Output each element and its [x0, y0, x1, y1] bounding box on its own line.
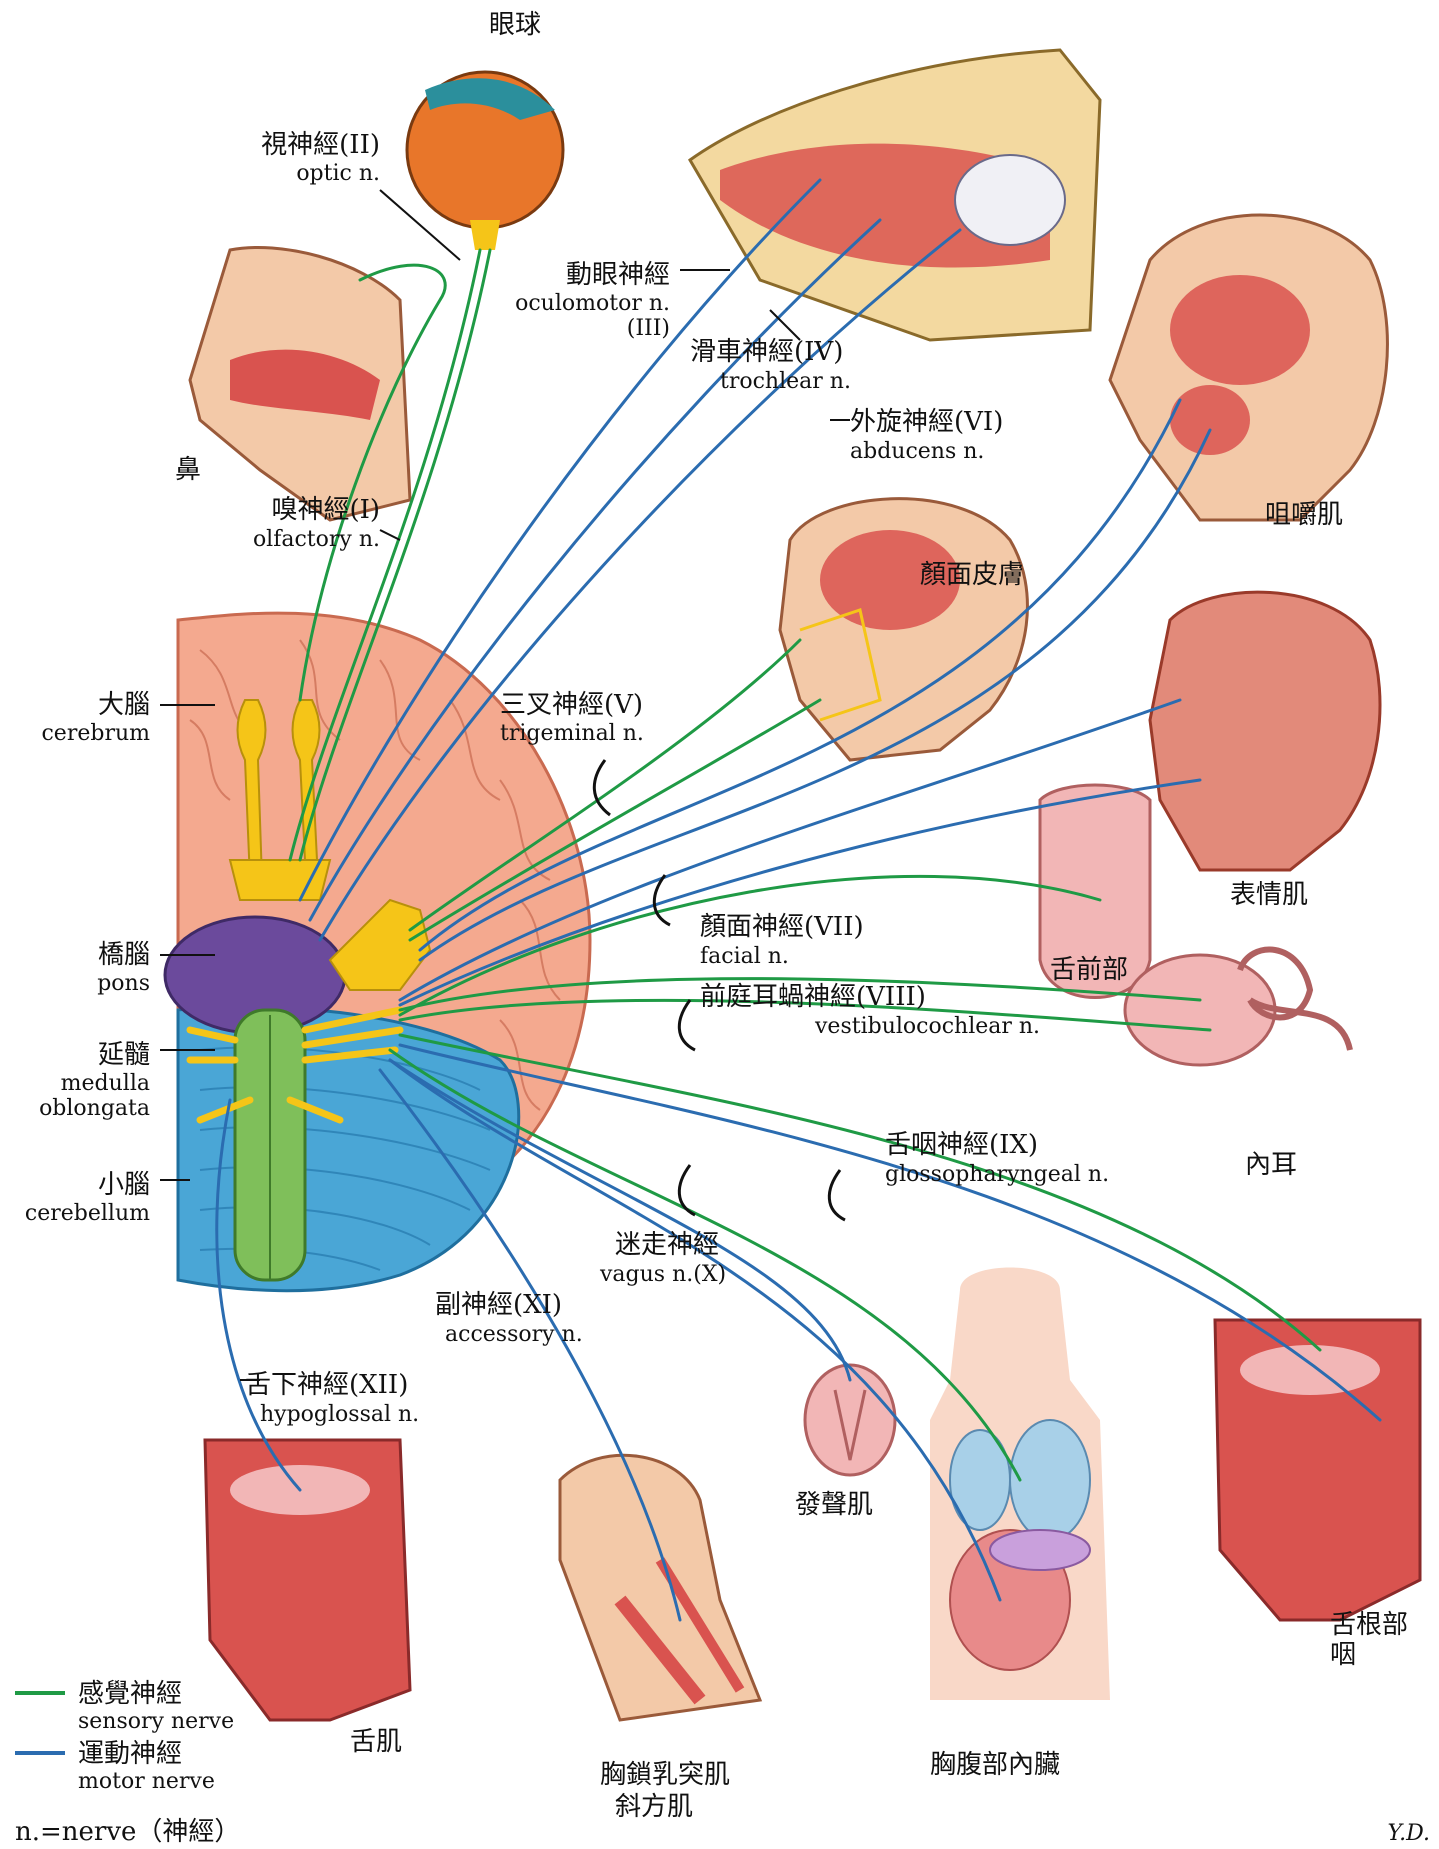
label-oculomotor-zh: 動眼神經 [566, 260, 670, 290]
label-medulla-en1: medulla [61, 1071, 150, 1096]
label-facial-zh: 顏面神經(VII) [700, 912, 864, 942]
label-glosso-zh: 舌咽神經(IX) [885, 1130, 1038, 1160]
label-medulla-zh: 延髓 [98, 1040, 150, 1070]
label-olfactory-zh: 嗅神經(I) [271, 495, 380, 525]
tongue-muscle-illustration [205, 1440, 410, 1720]
label-medulla-en2: oblongata [39, 1096, 150, 1121]
label-optic-zh: 視神經(II) [261, 130, 380, 160]
label-masseter: 咀嚼肌 [1265, 500, 1343, 530]
label-cerebrum-en: cerebrum [41, 721, 150, 746]
label-trochlear-en: trochlear n. [720, 369, 851, 394]
face-skin-head-illustration [780, 499, 1027, 760]
label-accessory-en: accessory n. [445, 1322, 583, 1347]
label-cerebellum-zh: 小腦 [98, 1170, 150, 1200]
label-abducens-en: abducens n. [850, 439, 984, 464]
label-pons-en: pons [97, 971, 150, 996]
label-optic-en: optic n. [296, 161, 380, 186]
legend-sensory-en: sensory nerve [78, 1709, 234, 1734]
vocal-illustration [805, 1365, 895, 1475]
label-accessory-zh: 副神經(XI) [435, 1290, 562, 1320]
label-oculomotor-num: (III) [627, 316, 670, 341]
legend-sensory-zh: 感覺神經 [78, 1679, 182, 1709]
masseter-head-illustration [1110, 215, 1387, 520]
label-inner-ear: 內耳 [1245, 1150, 1297, 1180]
label-vestibulo-zh: 前庭耳蝸神經(VIII) [700, 982, 926, 1012]
label-nose: 鼻 [175, 455, 201, 485]
signature: Y.D. [1387, 1821, 1430, 1846]
label-trigeminal-en: trigeminal n. [500, 721, 644, 746]
label-facial-en: facial n. [700, 944, 789, 969]
eyeball-illustration [407, 72, 563, 250]
label-pharynx: 咽 [1330, 1640, 1356, 1670]
legend-motor-zh: 運動神經 [78, 1739, 182, 1769]
label-eyeball: 眼球 [489, 10, 541, 40]
label-hypoglossal-zh: 舌下神經(XII) [245, 1370, 408, 1400]
neck-illustration [560, 1455, 760, 1720]
label-scm1: 胸鎖乳突肌 [600, 1760, 730, 1790]
label-tongue-root: 舌根部 [1330, 1610, 1408, 1640]
label-hypoglossal-en: hypoglossal n. [260, 1402, 419, 1427]
expression-head-illustration [1150, 592, 1380, 870]
legend: 感覺神經 sensory nerve 運動神經 motor nerve n.=n… [15, 1679, 240, 1847]
label-scm2: 斜方肌 [615, 1792, 693, 1822]
orbit-illustration [690, 50, 1100, 340]
label-vestibulo-en: vestibulocochlear n. [814, 1014, 1040, 1039]
label-tongue-front: 舌前部 [1050, 955, 1128, 985]
label-tongue-muscle: 舌肌 [350, 1727, 402, 1757]
label-expression: 表情肌 [1230, 880, 1308, 910]
label-vocal: 發聲肌 [795, 1490, 873, 1520]
label-oculomotor-en: oculomotor n. [515, 291, 670, 316]
label-olfactory-en: olfactory n. [253, 527, 380, 552]
label-pons-zh: 橋腦 [98, 940, 150, 970]
viscera-illustration [930, 1268, 1110, 1701]
label-glosso-en: glossopharyngeal n. [885, 1162, 1109, 1187]
label-viscera: 胸腹部內臟 [930, 1750, 1060, 1780]
legend-motor-en: motor nerve [78, 1769, 215, 1794]
legend-note: n.=nerve（神經） [15, 1817, 240, 1847]
label-abducens-zh: 外旋神經(VI) [850, 407, 1003, 437]
label-cerebellum-en: cerebellum [25, 1201, 150, 1226]
nose-illustration [190, 247, 410, 520]
optic-chiasm [230, 860, 330, 900]
label-cerebrum-zh: 大腦 [98, 690, 150, 720]
label-face-skin: 顏面皮膚 [920, 560, 1024, 590]
label-trigeminal-zh: 三叉神經(V) [500, 690, 643, 720]
label-vagus-zh: 迷走神經 [615, 1230, 719, 1260]
tongue-root-illustration [1215, 1320, 1420, 1620]
label-vagus-en: vagus n.(X) [599, 1262, 726, 1287]
label-trochlear-zh: 滑車神經(IV) [690, 337, 843, 367]
inner-ear-illustration [1125, 950, 1350, 1065]
